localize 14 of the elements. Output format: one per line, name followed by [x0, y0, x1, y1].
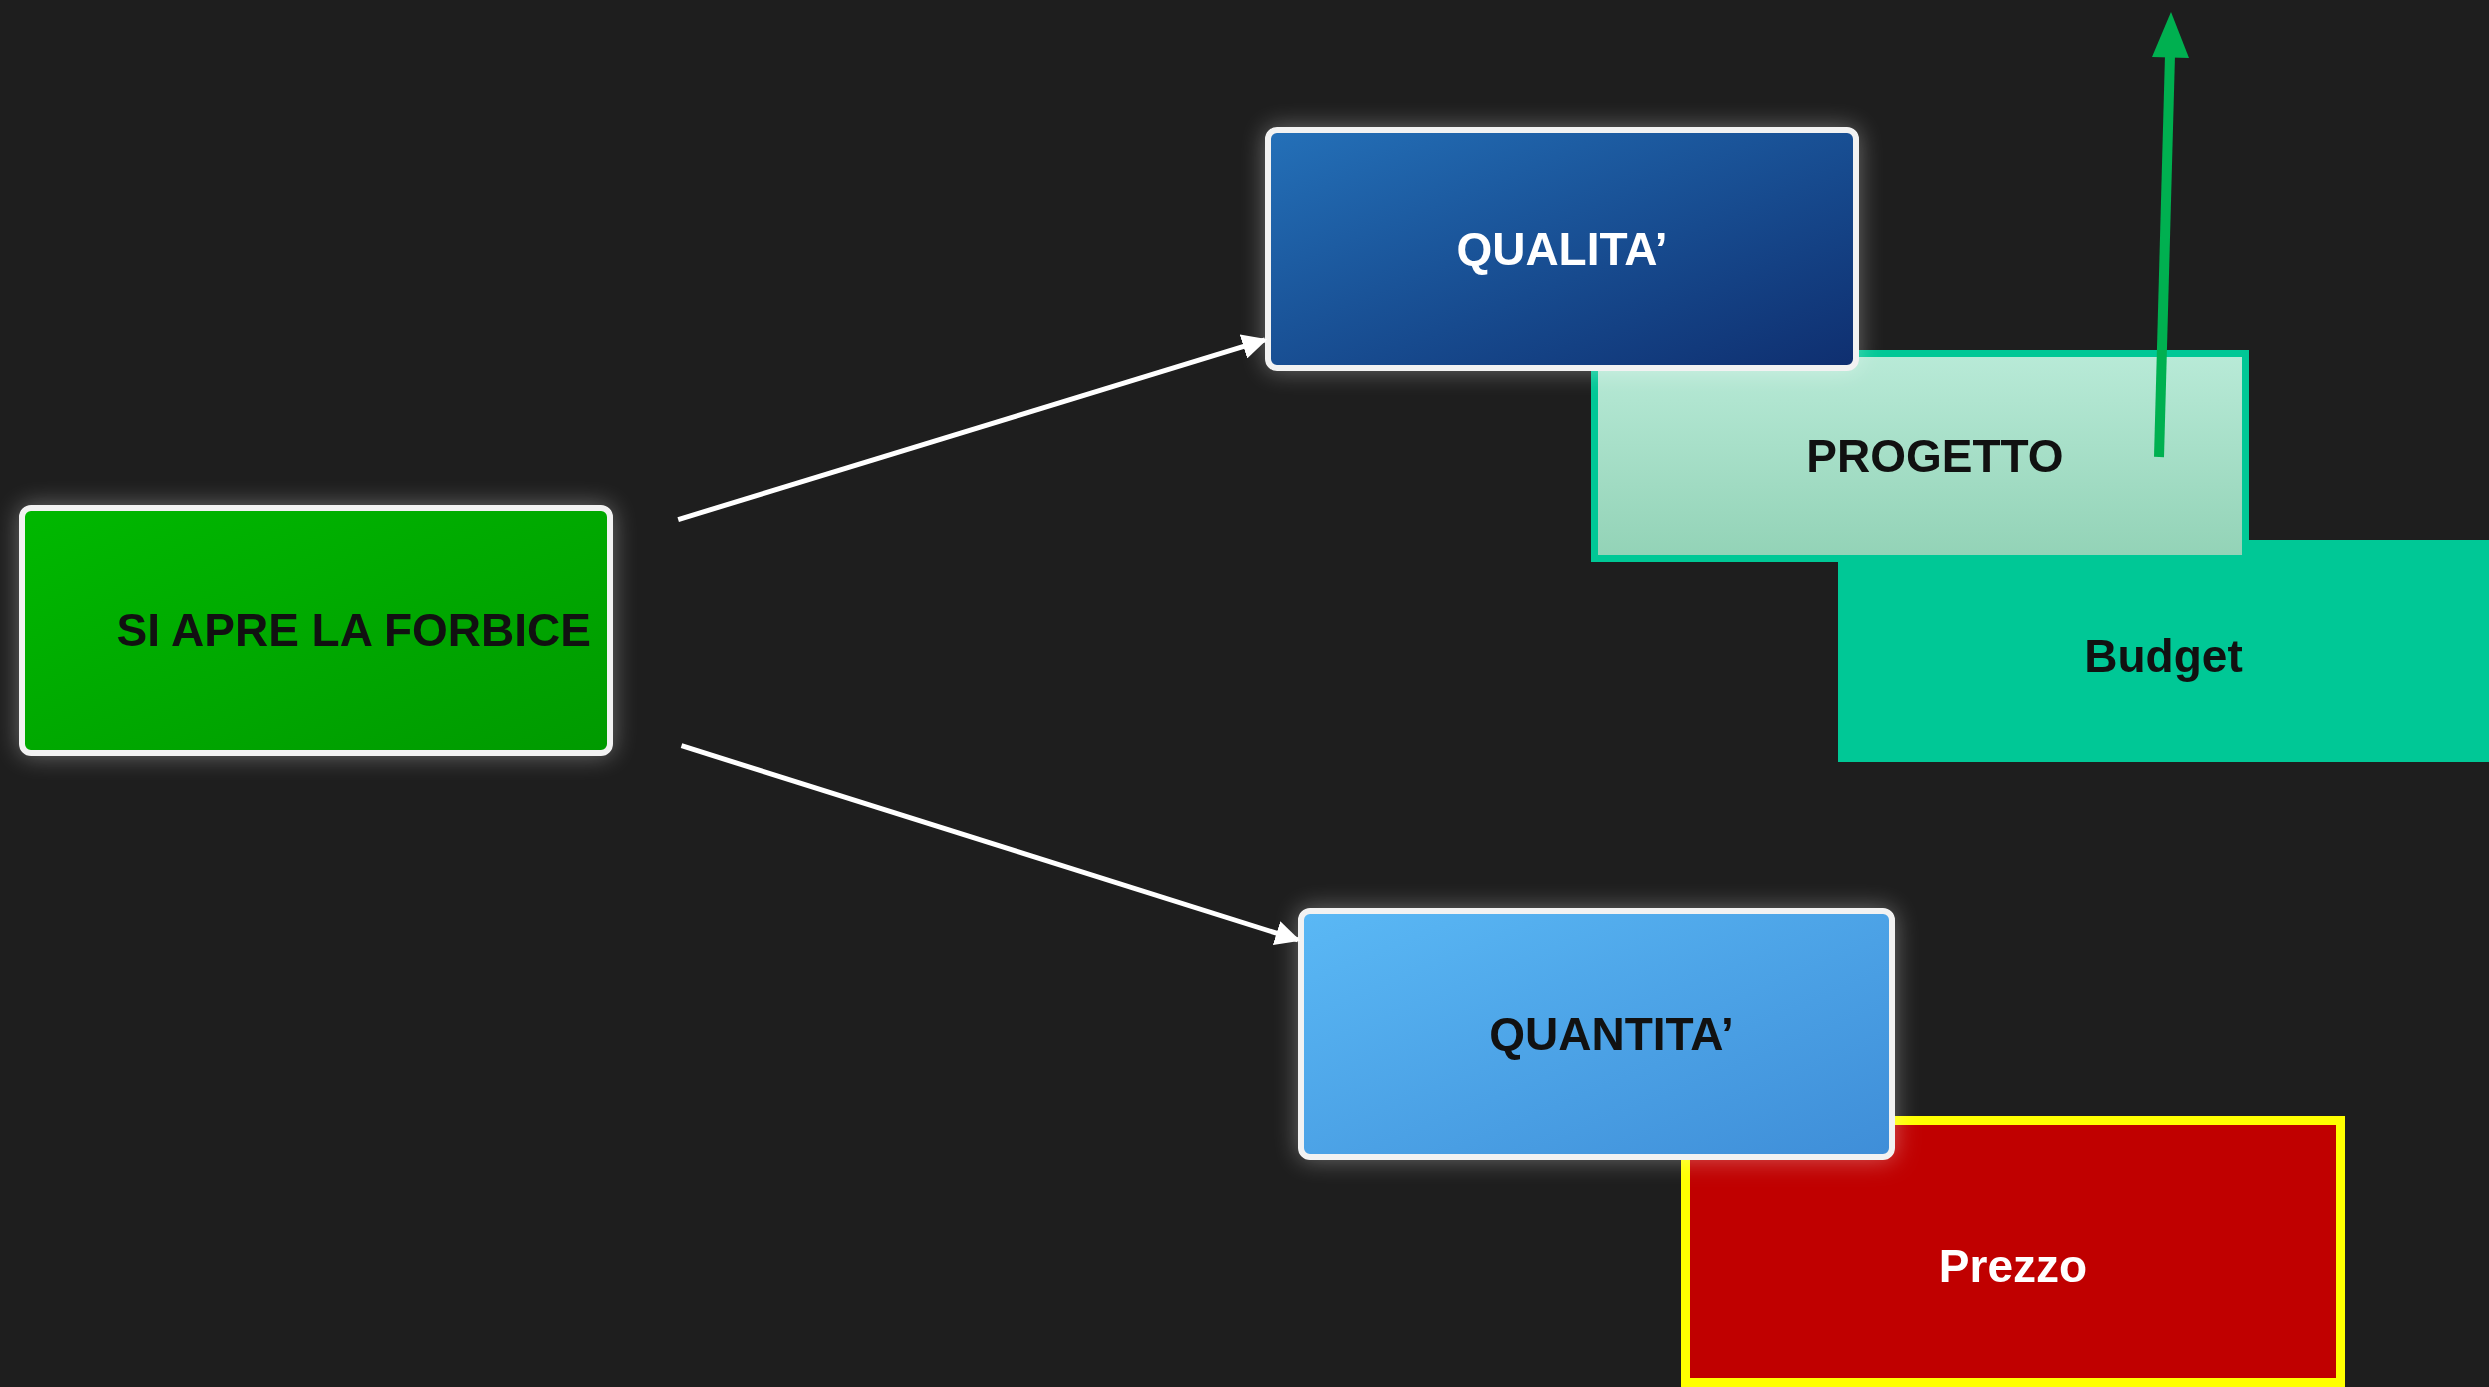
process-box	[1681, 1116, 2345, 1387]
process-box	[19, 505, 613, 756]
box-label: Prezzo	[1938, 1239, 2088, 1294]
process-box	[1298, 908, 1895, 1160]
box-label: QUANTITA’	[1489, 1006, 1734, 1062]
process-box	[1591, 350, 2249, 562]
arrow	[680, 743, 1301, 946]
process-box	[1265, 127, 1859, 371]
process-box	[1838, 540, 2489, 762]
box-label: Budget	[2084, 628, 2243, 684]
arrow	[677, 334, 1268, 522]
box-label: SI APRE LA FORBICE	[116, 603, 591, 658]
box-label: QUALITA’	[1456, 221, 1668, 277]
box-label: PROGETTO	[1806, 428, 2064, 484]
